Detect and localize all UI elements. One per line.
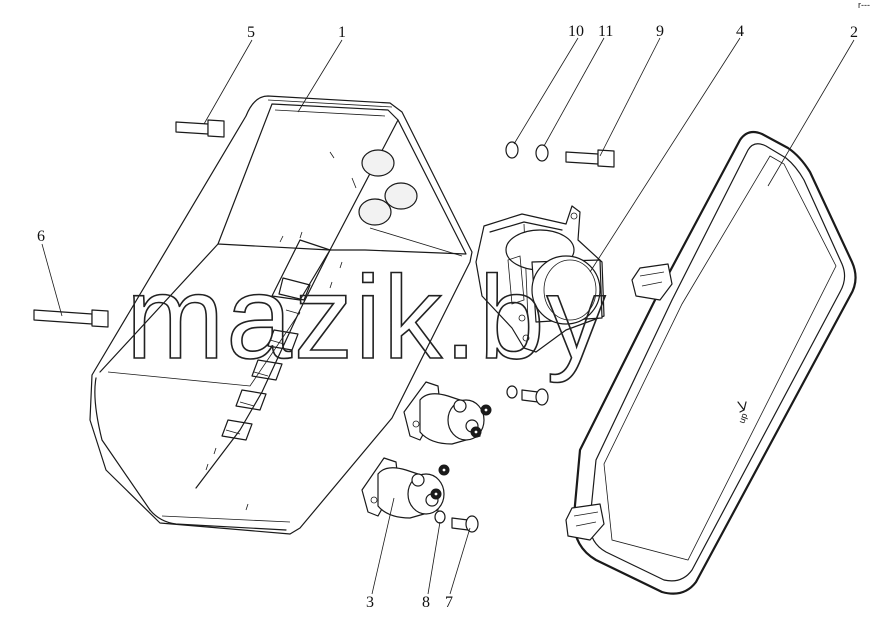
watermark: mazik.by (126, 252, 608, 384)
screw-upper (506, 385, 549, 406)
part-3-relay-lower (361, 457, 450, 519)
callout-3: 3 (366, 594, 374, 611)
callout-9: 9 (656, 23, 664, 40)
corner-mark: r--- (858, 0, 870, 10)
part-2-cover: up (565, 130, 857, 595)
callout-8: 8 (422, 594, 430, 611)
callout-7: 7 (445, 594, 453, 611)
callout-5: 5 (247, 24, 255, 41)
callout-2: 2 (850, 24, 858, 41)
cover-up-marking: up (736, 412, 749, 425)
part-9-bolt (565, 149, 615, 168)
part-8-washer (434, 510, 446, 524)
part-1-housing (89, 95, 473, 535)
callout-4: 4 (736, 23, 744, 40)
part-5-bolt (175, 119, 225, 138)
callout-6: 6 (37, 228, 45, 245)
callout-1: 1 (338, 24, 346, 41)
part-4-relay-bracket (475, 205, 605, 353)
leader-lines (41, 37, 855, 595)
part-3-relay-upper (403, 381, 492, 445)
callout-labels: 1 2 3 4 5 6 7 8 9 10 11 (37, 23, 858, 611)
part-11-washer (535, 144, 549, 162)
callout-11: 11 (598, 23, 613, 40)
part-6-bolt (33, 309, 109, 328)
part-10-washer (505, 141, 519, 159)
callout-10: 10 (568, 23, 584, 40)
part-7-screw (451, 515, 479, 533)
up-arrow-icon (737, 401, 747, 413)
